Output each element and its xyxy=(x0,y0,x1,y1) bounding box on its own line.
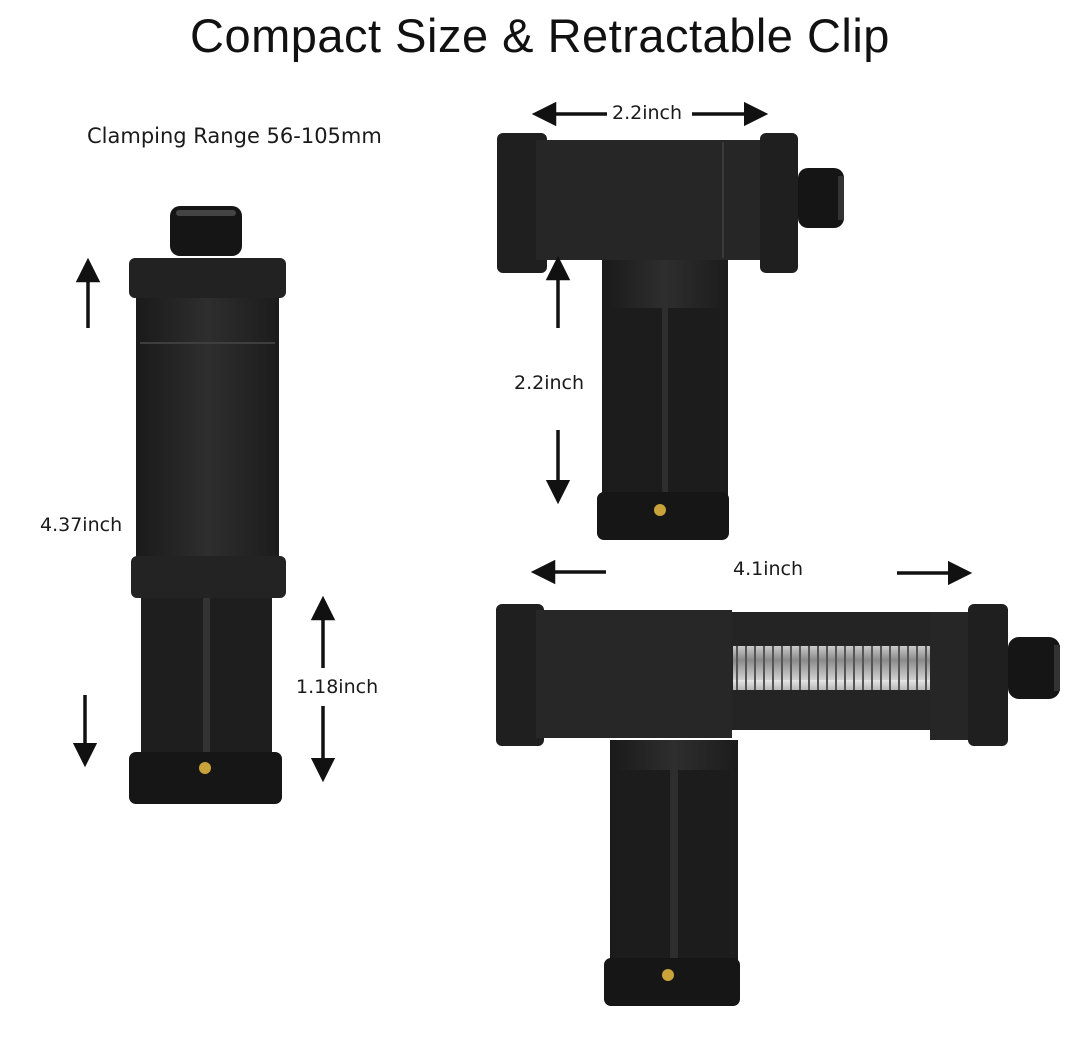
width-closed-label: 2.2inch xyxy=(612,102,683,124)
height-closed-label: 2.2inch xyxy=(514,372,585,394)
clip-closed-view xyxy=(497,133,844,540)
clip-extended-view xyxy=(496,604,1060,1006)
extension-label: 1.18inch xyxy=(296,676,379,698)
page-title: Compact Size & Retractable Clip xyxy=(190,9,890,62)
dimension-arrows xyxy=(72,101,973,783)
clamping-range-label: Clamping Range 56-105mm xyxy=(87,124,382,148)
width-open-label: 4.1inch xyxy=(733,558,804,580)
clip-vertical-view xyxy=(129,206,286,804)
height-total-label: 4.37inch xyxy=(40,514,123,536)
